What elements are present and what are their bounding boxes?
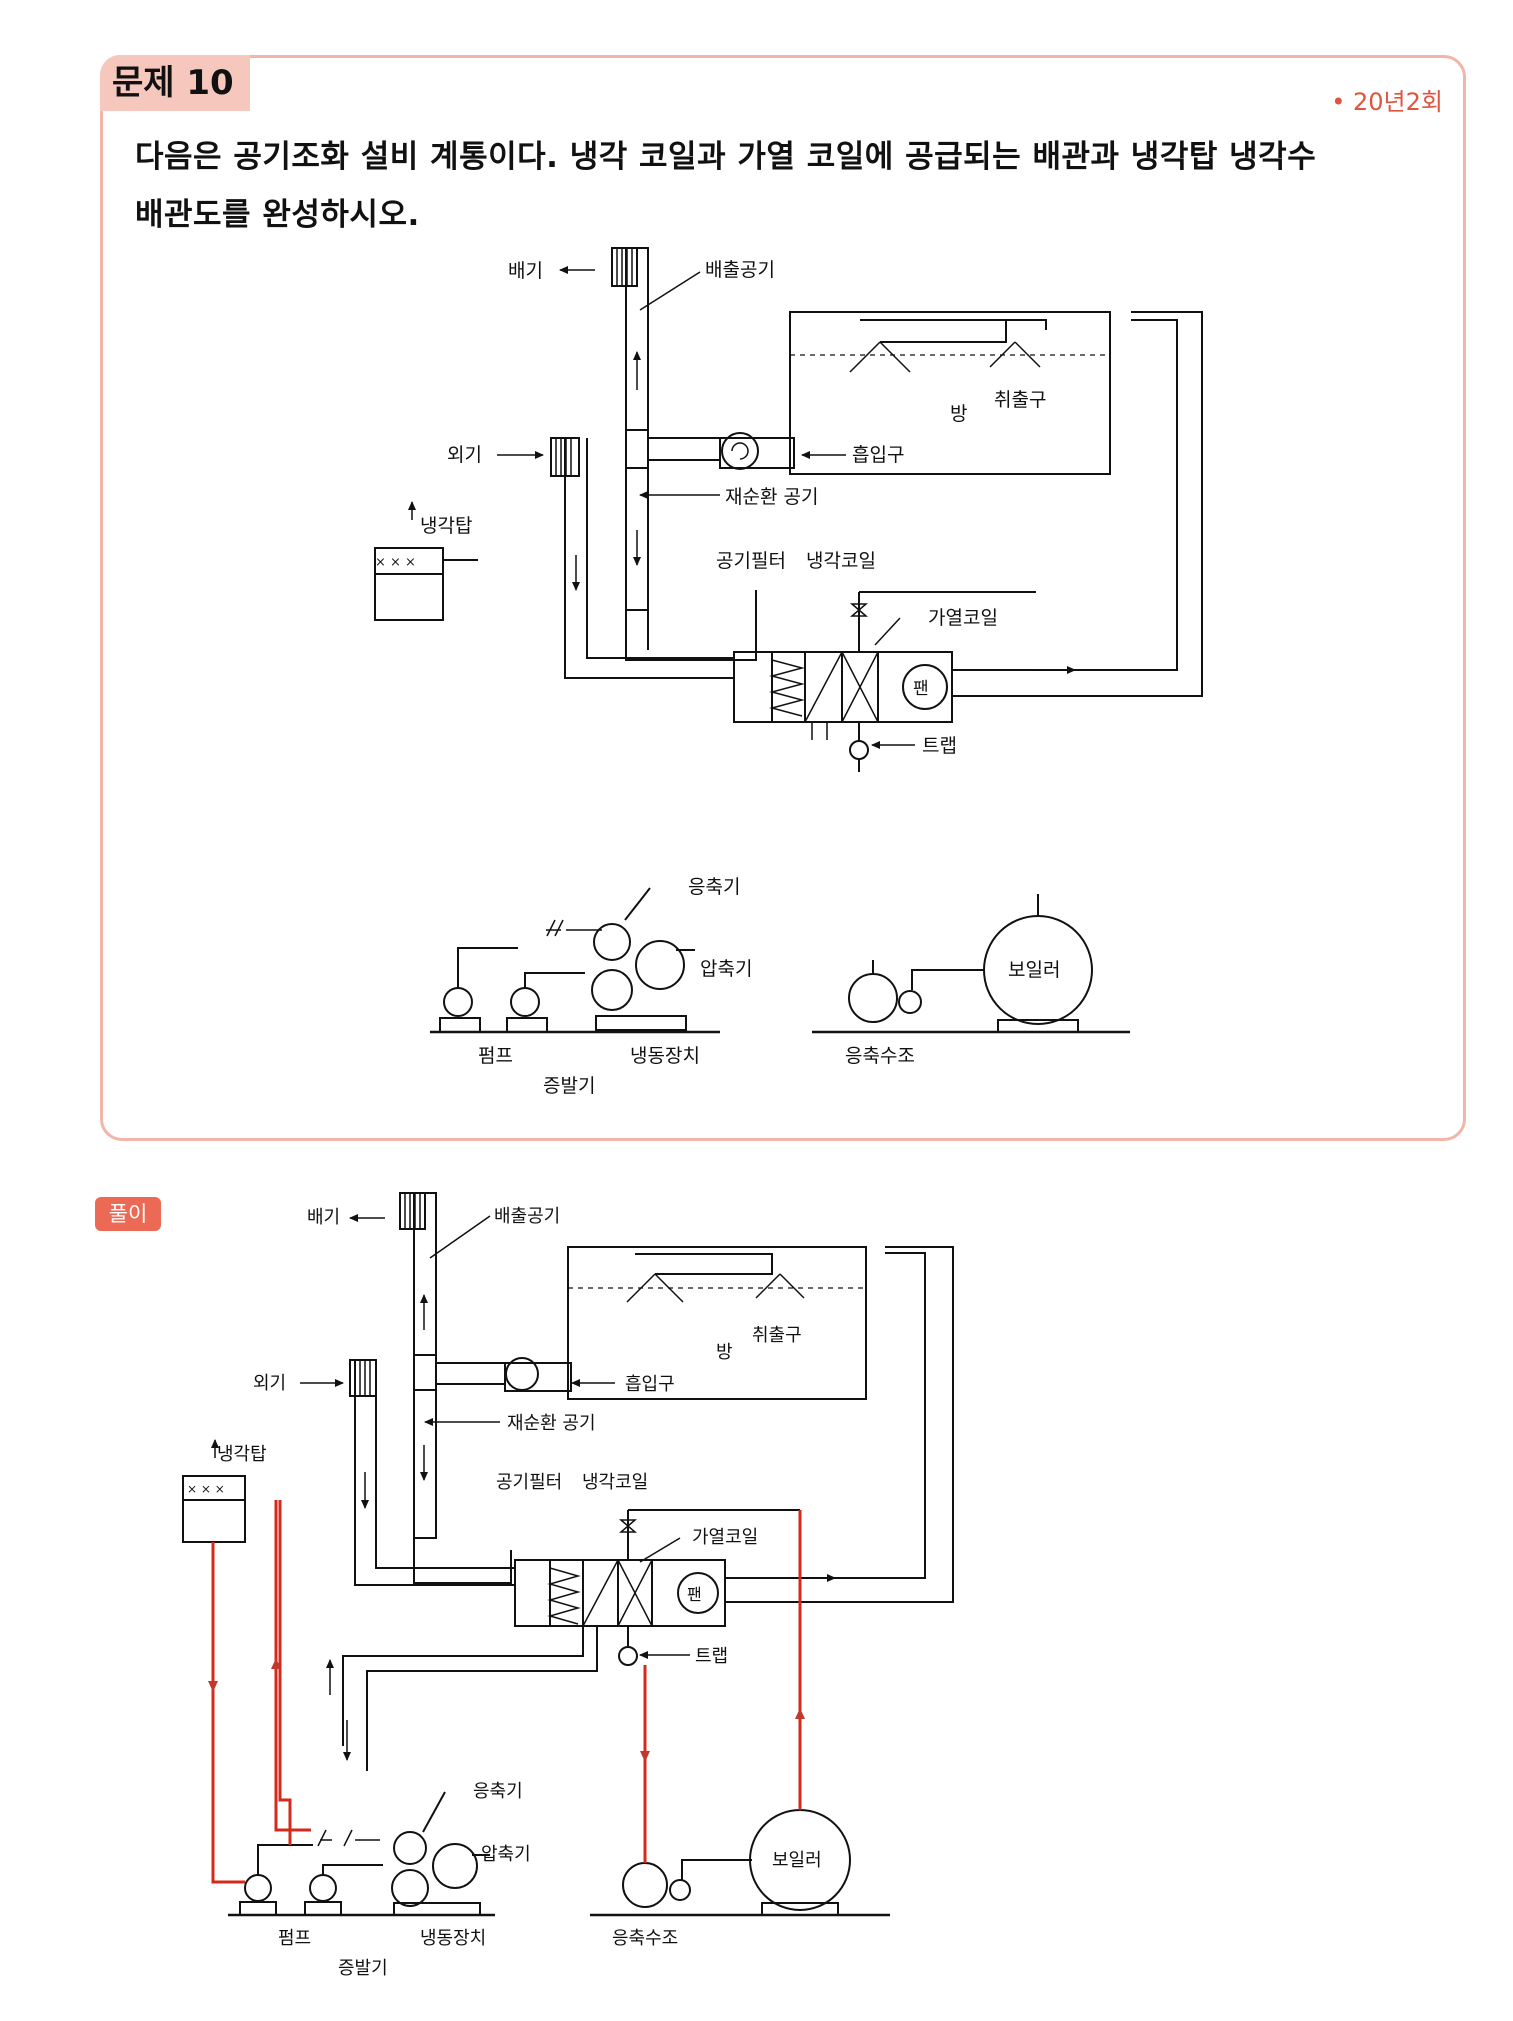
compressor-icon xyxy=(432,1843,478,1889)
pump-icon xyxy=(669,1879,691,1901)
label-exhaust: 배기 xyxy=(307,1207,340,1228)
valve-icon xyxy=(849,603,869,617)
question-diagram xyxy=(374,247,1203,1034)
svg-text:× × ×: × × × xyxy=(375,555,416,570)
label-refrigerator: 냉동장치 xyxy=(420,1928,486,1949)
solution-diagram xyxy=(182,1192,954,1917)
label-room: 방 xyxy=(950,403,967,425)
room-box xyxy=(789,311,1111,475)
label-condenser: 응축기 xyxy=(473,1781,523,1802)
solution-tag: 풀이 xyxy=(95,1197,161,1231)
label-refrigerator: 냉동장치 xyxy=(630,1045,700,1067)
label-exhaust-air: 배출공기 xyxy=(494,1206,560,1227)
problem-box xyxy=(100,55,1466,1141)
pump-icon xyxy=(443,987,473,1017)
condensate-tank-icon xyxy=(848,973,898,1023)
problem-tag: 문제 10 xyxy=(100,55,250,111)
label-condenser: 응축기 xyxy=(688,876,740,898)
pump-icon xyxy=(309,1874,337,1902)
label-pump: 펌프 xyxy=(278,1928,311,1949)
fan-icon xyxy=(677,1572,719,1614)
exhaust-grille-icon xyxy=(399,1192,426,1230)
label-intake: 흡입구 xyxy=(625,1374,675,1395)
label-pump: 펌프 xyxy=(478,1045,513,1067)
problem-text: 다음은 공기조화 설비 계통이다. 냉각 코일과 가열 코일에 공급되는 배관과… xyxy=(135,128,1445,244)
label-exhaust-air: 배출공기 xyxy=(705,259,775,281)
label-condensate-tank: 응축수조 xyxy=(612,1928,678,1949)
label-air-filter: 공기필터 xyxy=(716,550,786,572)
problem-line-1: 다음은 공기조화 설비 계통이다. 냉각 코일과 가열 코일에 공급되는 배관과… xyxy=(135,139,1317,175)
label-cooling-coil: 냉각코일 xyxy=(582,1472,648,1493)
label-diffuser: 취출구 xyxy=(752,1325,802,1346)
outside-air-grille-icon xyxy=(349,1359,377,1397)
label-intake: 흡입구 xyxy=(852,444,904,466)
label-compressor: 압축기 xyxy=(700,958,752,980)
label-air-filter: 공기필터 xyxy=(496,1472,562,1493)
ahu-box xyxy=(514,1559,726,1627)
label-return-air: 재순환 공기 xyxy=(725,486,818,508)
evaporator-icon xyxy=(391,1869,429,1907)
label-condensate-tank: 응축수조 xyxy=(845,1045,915,1067)
label-return-air: 재순환 공기 xyxy=(507,1413,596,1434)
pump-icon xyxy=(898,990,922,1014)
label-heating-coil: 가열코일 xyxy=(928,607,998,629)
label-evaporator: 증발기 xyxy=(543,1075,595,1097)
pump-icon xyxy=(244,1874,272,1902)
label-exhaust: 배기 xyxy=(508,260,543,282)
question-labels: 배기 배출공기 외기 방 취출구 흡입구 재순환 공기 냉각탑 × × × 공기… xyxy=(375,259,1060,1097)
trap-icon xyxy=(618,1646,638,1666)
label-compressor: 압축기 xyxy=(481,1844,531,1865)
compressor-icon xyxy=(635,940,685,990)
label-fan: 팬 xyxy=(687,1585,702,1604)
solution-pipes xyxy=(208,1500,805,1884)
label-diffuser: 취출구 xyxy=(994,389,1046,411)
evaporator-icon xyxy=(591,969,633,1011)
solution-labels: 배기 배출공기 외기 방 취출구 흡입구 재순환 공기 냉각탑 × × × 공기… xyxy=(187,1206,822,1979)
exam-round: • 20년2회 xyxy=(1331,88,1443,116)
label-cooling-tower: 냉각탑 xyxy=(420,515,472,537)
valve-icon xyxy=(618,1519,638,1533)
problem-line-2: 배관도를 완성하시오. xyxy=(135,197,420,233)
room-box xyxy=(567,1246,867,1400)
label-outside-air: 외기 xyxy=(447,444,482,466)
label-boiler: 보일러 xyxy=(1008,959,1060,981)
label-trap: 트랩 xyxy=(695,1646,728,1667)
trap-icon xyxy=(849,740,869,760)
filter-icon xyxy=(769,659,805,717)
svg-text:× × ×: × × × xyxy=(187,1482,225,1496)
pump-icon xyxy=(510,987,540,1017)
cooling-tower-icon xyxy=(374,547,444,621)
label-heating-coil: 가열코일 xyxy=(692,1527,758,1548)
condenser-icon xyxy=(593,923,631,961)
fan-icon xyxy=(902,664,948,710)
label-evaporator: 증발기 xyxy=(338,1958,388,1979)
condenser-icon xyxy=(393,1831,427,1865)
label-fan: 팬 xyxy=(913,679,929,699)
filter-icon xyxy=(547,1567,581,1625)
label-cooling-coil: 냉각코일 xyxy=(806,550,876,572)
exhaust-grille-icon xyxy=(611,247,638,287)
label-outside-air: 외기 xyxy=(253,1373,286,1394)
label-room: 방 xyxy=(716,1342,733,1363)
label-boiler: 보일러 xyxy=(772,1850,822,1871)
label-trap: 트랩 xyxy=(922,735,957,757)
condensate-tank-icon xyxy=(622,1862,668,1908)
label-cooling-tower: 냉각탑 xyxy=(217,1444,267,1465)
